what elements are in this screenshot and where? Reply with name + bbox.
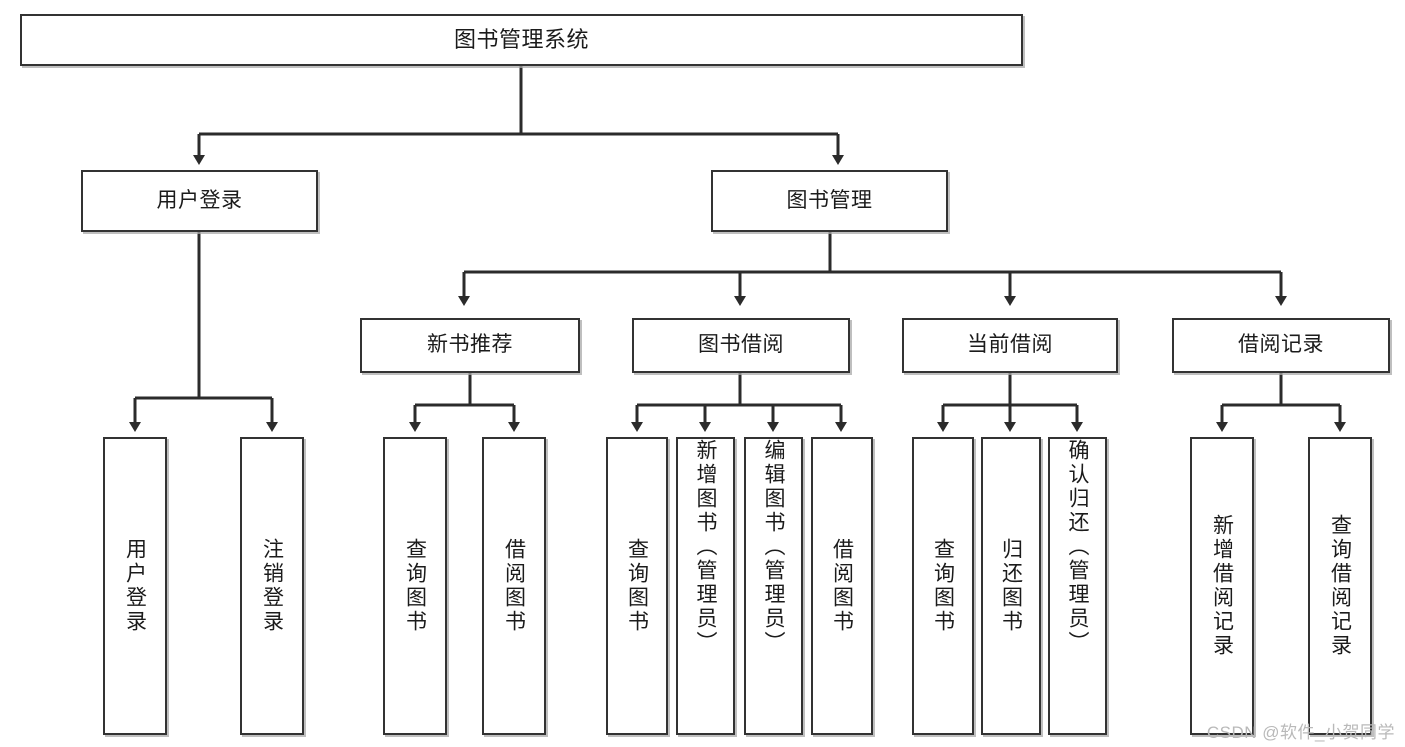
leaf-confirm-return[interactable]: 确认归还（管理员） [1048,437,1107,735]
node-new-book-recommend[interactable]: 新书推荐 [360,318,580,373]
node-label: 归还图书 [999,538,1023,634]
node-label: 查询借阅记录 [1328,514,1352,658]
node-book-borrow[interactable]: 图书借阅 [632,318,850,373]
node-label: 新增图书（管理员） [694,439,717,655]
node-label: 借阅记录 [1238,333,1324,357]
leaf-return-book[interactable]: 归还图书 [981,437,1041,735]
leaf-query-book-3[interactable]: 查询图书 [912,437,974,735]
node-borrow-record[interactable]: 借阅记录 [1172,318,1390,373]
node-label: 图书管理系统 [453,27,589,53]
leaf-borrow-book-2[interactable]: 借阅图书 [811,437,873,735]
node-label: 新书推荐 [427,333,513,357]
leaf-edit-book[interactable]: 编辑图书（管理员） [744,437,803,735]
node-label: 新增借阅记录 [1210,514,1234,658]
node-label: 当前借阅 [967,333,1053,357]
node-root-system[interactable]: 图书管理系统 [20,14,1023,66]
node-label: 编辑图书（管理员） [762,439,785,655]
leaf-query-book-2[interactable]: 查询图书 [606,437,668,735]
node-label: 查询图书 [625,538,649,634]
leaf-add-book[interactable]: 新增图书（管理员） [676,437,735,735]
node-label: 借阅图书 [502,538,526,634]
leaf-logout-login[interactable]: 注销登录 [240,437,304,735]
node-label: 图书借阅 [698,333,784,357]
leaf-borrow-book-1[interactable]: 借阅图书 [482,437,546,735]
node-label: 图书管理 [786,188,873,212]
leaf-query-record[interactable]: 查询借阅记录 [1308,437,1372,735]
leaf-query-book-1[interactable]: 查询图书 [383,437,447,735]
node-label: 借阅图书 [830,538,854,634]
node-label: 确认归还（管理员） [1066,439,1089,655]
csdn-watermark: CSDN @软件_小贺同学 [1206,723,1395,742]
node-current-borrow[interactable]: 当前借阅 [902,318,1118,373]
node-label: 注销登录 [260,538,284,634]
node-book-management[interactable]: 图书管理 [711,170,948,232]
node-label: 查询图书 [403,538,427,634]
node-label: 用户登录 [123,538,147,634]
leaf-user-login[interactable]: 用户登录 [103,437,167,735]
node-label: 查询图书 [931,538,955,634]
leaf-add-record[interactable]: 新增借阅记录 [1190,437,1254,735]
node-label: 用户登录 [156,188,243,212]
node-user-login[interactable]: 用户登录 [81,170,318,232]
